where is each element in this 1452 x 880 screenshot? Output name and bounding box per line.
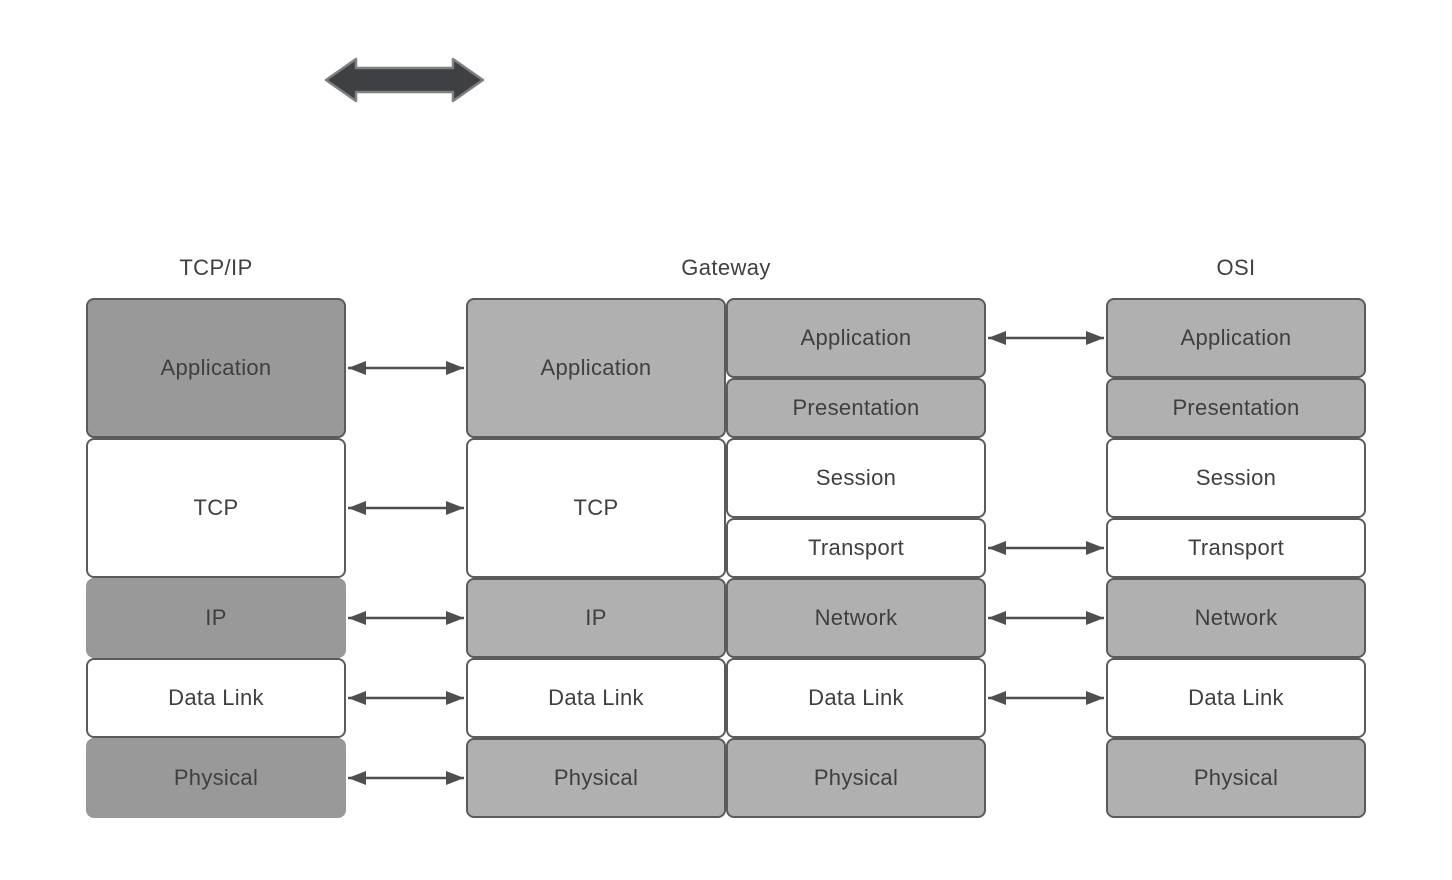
gateway-right-layer-session: Session: [726, 438, 986, 518]
tcpip-layer-application: Application: [86, 298, 346, 438]
gateway-left-layer-tcp: TCP: [466, 438, 726, 578]
gateway-right-layer-transport: Transport: [726, 518, 986, 578]
gateway-right-layer-physical: Physical: [726, 738, 986, 818]
gateway-right-layer-presentation: Presentation: [726, 378, 986, 438]
gateway-left-layer-physical: Physical: [466, 738, 726, 818]
tcpip-layer-tcp: TCP: [86, 438, 346, 578]
tcpip-layer-datalink: Data Link: [86, 658, 346, 738]
thick-double-arrow: [324, 57, 485, 103]
gateway-right-layer-network: Network: [726, 578, 986, 658]
osi-layer-application: Application: [1106, 298, 1366, 378]
osi-layer-presentation: Presentation: [1106, 378, 1366, 438]
osi-layer-datalink: Data Link: [1106, 658, 1366, 738]
column-header-tcpip: TCP/IP: [179, 255, 253, 280]
gateway-left-layer-ip: IP: [466, 578, 726, 658]
gateway-left-layer-application: Application: [466, 298, 726, 438]
gateway-left-layer-datalink: Data Link: [466, 658, 726, 738]
column-header-gateway: Gateway: [681, 255, 771, 280]
osi-layer-network: Network: [1106, 578, 1366, 658]
gateway-right-layer-application: Application: [726, 298, 986, 378]
osi-layer-session: Session: [1106, 438, 1366, 518]
gateway-right-layer-datalink: Data Link: [726, 658, 986, 738]
osi-layer-transport: Transport: [1106, 518, 1366, 578]
tcpip-layer-ip: IP: [86, 578, 346, 658]
osi-layer-physical: Physical: [1106, 738, 1366, 818]
column-header-osi: OSI: [1216, 255, 1256, 280]
tcpip-layer-physical: Physical: [86, 738, 346, 818]
